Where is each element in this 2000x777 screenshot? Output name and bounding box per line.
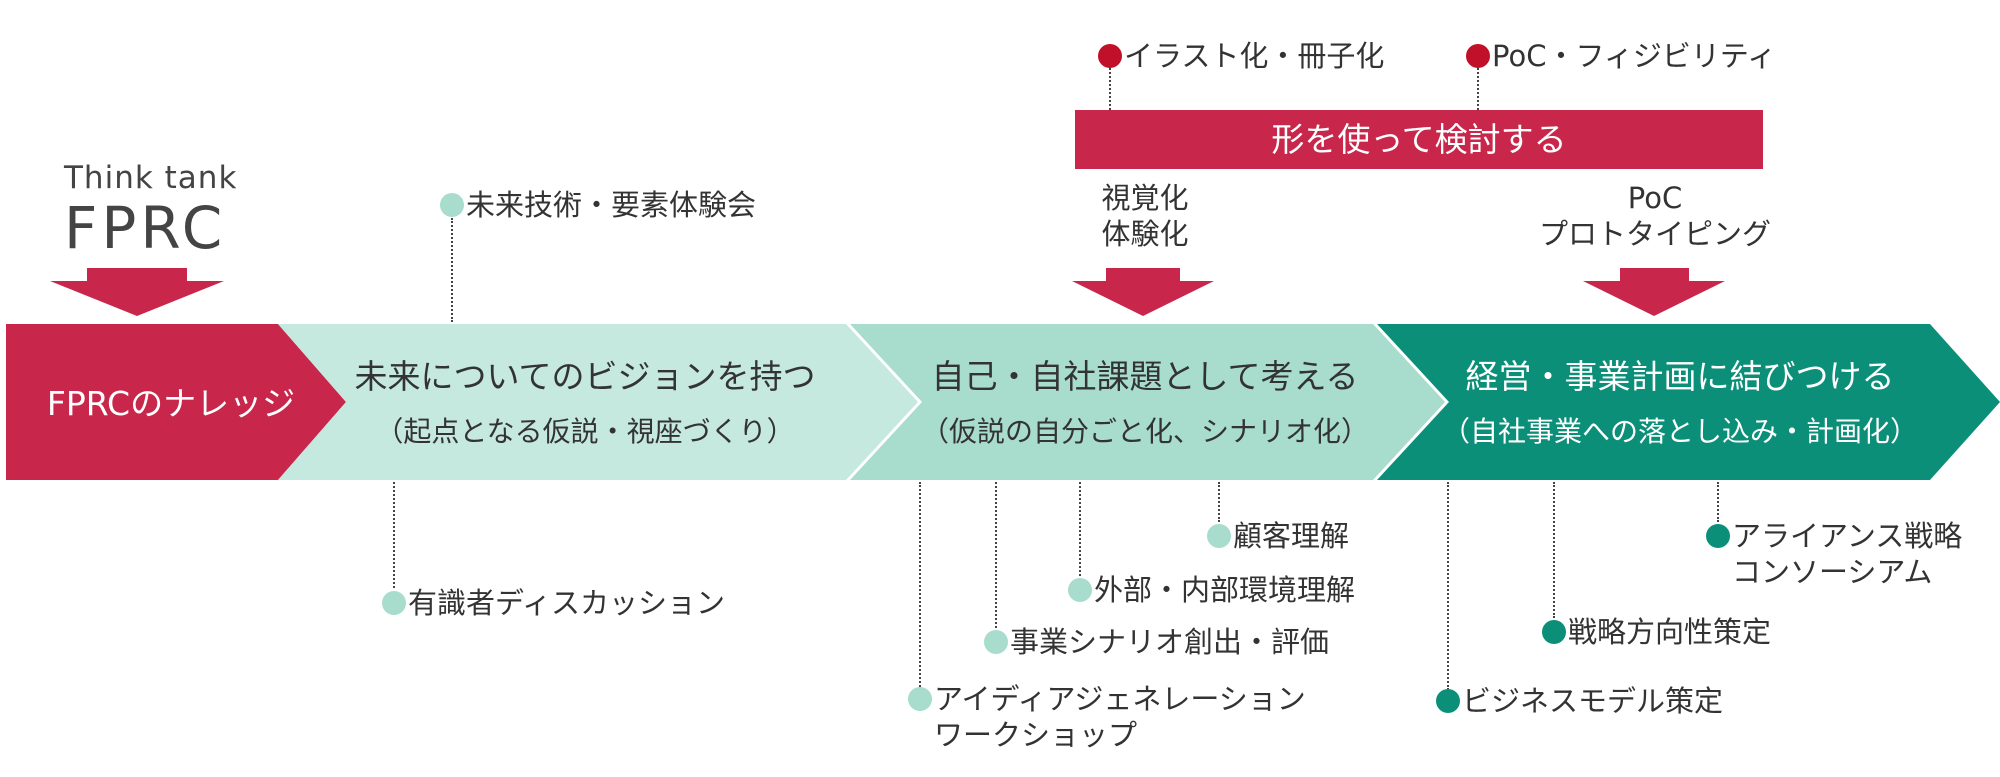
business-marker-strategy xyxy=(1542,620,1566,644)
stage-vision-subtitle: （起点となる仮説・視座づくり） xyxy=(375,415,795,448)
self-connector-ideation xyxy=(919,482,921,698)
business-item-model: ビジネスモデル策定 xyxy=(1462,684,1724,718)
self-item-customer: 顧客理解 xyxy=(1233,519,1350,553)
brand-logo: FPRC xyxy=(64,194,227,262)
chevron-stage-vision xyxy=(278,324,918,480)
down-arrow-knowledge xyxy=(50,268,224,316)
business-connector-alliance xyxy=(1717,482,1719,522)
down-arrow-prototyping xyxy=(1583,268,1725,316)
self-connector-environment xyxy=(1079,482,1081,576)
top-item-marker-2 xyxy=(1466,44,1490,68)
down-arrow-visualize xyxy=(1072,268,1214,316)
business-connector-strategy xyxy=(1553,482,1555,618)
top-item-illustration: イラスト化・冊子化 xyxy=(1124,39,1385,73)
self-item-ideation: アイディアジェネレーション xyxy=(934,682,1306,716)
self-connector-customer xyxy=(1218,482,1220,522)
business-marker-alliance xyxy=(1706,524,1730,548)
stage-business-title: 経営・事業計画に結びつける xyxy=(1465,357,1895,396)
stage-self-title: 自己・自社課題として考える xyxy=(931,357,1359,396)
self-marker-scenario xyxy=(984,630,1008,654)
phase-label-prototyping-line1: PoC xyxy=(1627,181,1683,215)
self-marker-environment xyxy=(1068,578,1092,602)
vision-below-item: 有識者ディスカッション xyxy=(408,586,725,620)
self-item-workshop: ワークショップ xyxy=(934,718,1138,752)
business-item-strategy: 戦略方向性策定 xyxy=(1568,615,1772,649)
stage-business-subtitle: （自社事業への落とし込み・計画化） xyxy=(1441,415,1918,448)
vision-below-connector xyxy=(393,482,395,588)
top-bar: 形を使って検討する xyxy=(1075,110,1763,169)
phase-label-prototyping-line2: プロトタイピング xyxy=(1538,217,1771,251)
phase-label-visualize-line1: 視覚化 xyxy=(1101,181,1189,215)
top-item-poc: PoC・フィジビリティ xyxy=(1492,39,1777,73)
vision-top-marker xyxy=(440,193,464,217)
business-item-alliance: アライアンス戦略 xyxy=(1732,519,1963,553)
top-item-connector-1 xyxy=(1109,68,1111,110)
vision-below-marker xyxy=(382,591,406,615)
vision-top-connector xyxy=(451,218,453,322)
self-marker-ideation xyxy=(908,687,932,711)
self-connector-scenario xyxy=(995,482,997,628)
top-item-connector-2 xyxy=(1477,68,1479,110)
top-bar-label: 形を使って検討する xyxy=(1271,120,1567,159)
self-marker-customer xyxy=(1207,524,1231,548)
chevron-stage-self xyxy=(850,324,1445,480)
self-item-scenario: 事業シナリオ創出・評価 xyxy=(1010,625,1330,659)
phase-label-visualize-line2: 体験化 xyxy=(1101,217,1189,251)
top-item-marker-1 xyxy=(1098,44,1122,68)
business-connector-model xyxy=(1447,482,1449,690)
vision-top-item: 未来技術・要素体験会 xyxy=(466,188,757,222)
stage-self-subtitle: （仮説の自分ごと化、シナリオ化） xyxy=(920,415,1369,448)
chevron-stage-business xyxy=(1377,324,2000,480)
self-item-environment: 外部・内部環境理解 xyxy=(1094,573,1356,607)
business-marker-model xyxy=(1436,689,1460,713)
chevron-stage-knowledge xyxy=(6,324,346,480)
stage-vision-title: 未来についてのビジョンを持つ xyxy=(354,357,816,396)
brand-tagline: Think tank xyxy=(64,160,238,196)
stage-knowledge-title: FPRCのナレッジ xyxy=(46,384,296,423)
business-item-consortium: コンソーシアム xyxy=(1732,555,1933,589)
